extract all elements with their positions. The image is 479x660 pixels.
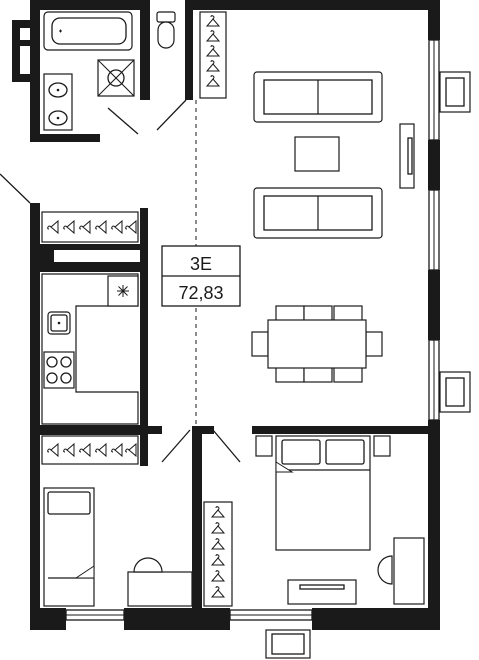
door-entrance <box>0 173 31 204</box>
bedroom-second <box>43 487 193 607</box>
wall-bottom-2 <box>124 608 230 630</box>
ac-unit-1 <box>439 71 471 113</box>
wall-wc-right <box>185 0 193 100</box>
wall-bedroom-top <box>252 426 432 434</box>
dining-table-icon <box>251 305 383 383</box>
sofa-icon <box>253 187 383 239</box>
desk-icon <box>127 571 193 607</box>
wall-left-main <box>30 203 40 630</box>
snowflake-icon <box>117 285 129 297</box>
wall-bottom-3 <box>312 608 392 630</box>
wall-bedrooms-divider <box>192 426 202 630</box>
wall-kitchen-col <box>40 250 54 262</box>
wardrobe-bedroom-2 <box>41 435 139 465</box>
ac-unit-2 <box>439 371 471 413</box>
wardrobe-bedroom-1-box <box>203 501 233 607</box>
wall-left-wing-mid <box>20 40 32 46</box>
wall-right-4 <box>428 420 440 490</box>
wall-bath-bottom <box>30 134 100 142</box>
wall-kitchen-bottom <box>40 425 148 435</box>
wall-bath-divider <box>140 0 150 100</box>
wardrobe-bedroom-1 <box>203 501 233 607</box>
toilet-room <box>156 11 176 49</box>
wall-left-wing-bottom <box>12 74 32 82</box>
chair <box>377 555 393 585</box>
coffee-table <box>294 136 340 172</box>
wardrobe-hall <box>199 11 227 99</box>
chair <box>133 557 163 573</box>
wardrobe-hall-top <box>199 11 227 99</box>
door-bedroom-2 <box>161 429 191 463</box>
wall-right-3 <box>428 270 440 340</box>
wall-left-wing-top <box>12 20 32 28</box>
living-room <box>251 71 415 383</box>
bed-icon <box>43 487 95 607</box>
wall-bedroom2-top-right <box>140 426 162 434</box>
wall-top-right <box>185 0 435 10</box>
windows <box>65 39 471 659</box>
bedroom-main <box>255 435 425 605</box>
nightstand <box>255 435 273 457</box>
door-wc <box>156 99 187 131</box>
walls <box>12 0 440 630</box>
toilet-icon <box>156 11 176 23</box>
bed-icon <box>275 435 371 551</box>
apartment-type-label: 3E <box>190 254 212 274</box>
chair <box>365 331 383 357</box>
sofa-icon <box>253 71 383 123</box>
stove-icon <box>43 351 75 389</box>
wall-left-wing <box>12 20 20 82</box>
nightstand <box>373 435 391 457</box>
wall-kitchen-top2 <box>40 262 148 272</box>
sink-icon <box>48 82 68 98</box>
ac-unit-3 <box>265 629 311 659</box>
kitchen <box>41 273 139 425</box>
tv-stand <box>287 579 357 605</box>
dining-table <box>267 319 367 369</box>
apartment-label: 3E 72,83 <box>161 245 241 307</box>
wall-right-1 <box>428 0 440 40</box>
bathroom <box>43 11 135 131</box>
wall-right-2 <box>428 140 440 190</box>
door-bathroom <box>107 107 139 135</box>
desk-icon <box>393 537 425 605</box>
wall-bottom-1 <box>30 608 66 630</box>
wall-bath-left <box>30 0 40 142</box>
wall-kitchen-top <box>40 244 148 250</box>
wardrobe-kitchen <box>41 211 139 243</box>
sink-icon <box>48 110 68 126</box>
bathtub-icon <box>43 11 133 51</box>
tv-icon <box>399 123 415 189</box>
wall-top <box>30 0 150 10</box>
apartment-area-label: 72,83 <box>178 283 223 303</box>
door-bedroom-1 <box>212 429 241 463</box>
wall-bedroom-top-left <box>192 426 214 434</box>
chair <box>251 331 269 357</box>
wall-kitchen-right <box>140 208 148 466</box>
